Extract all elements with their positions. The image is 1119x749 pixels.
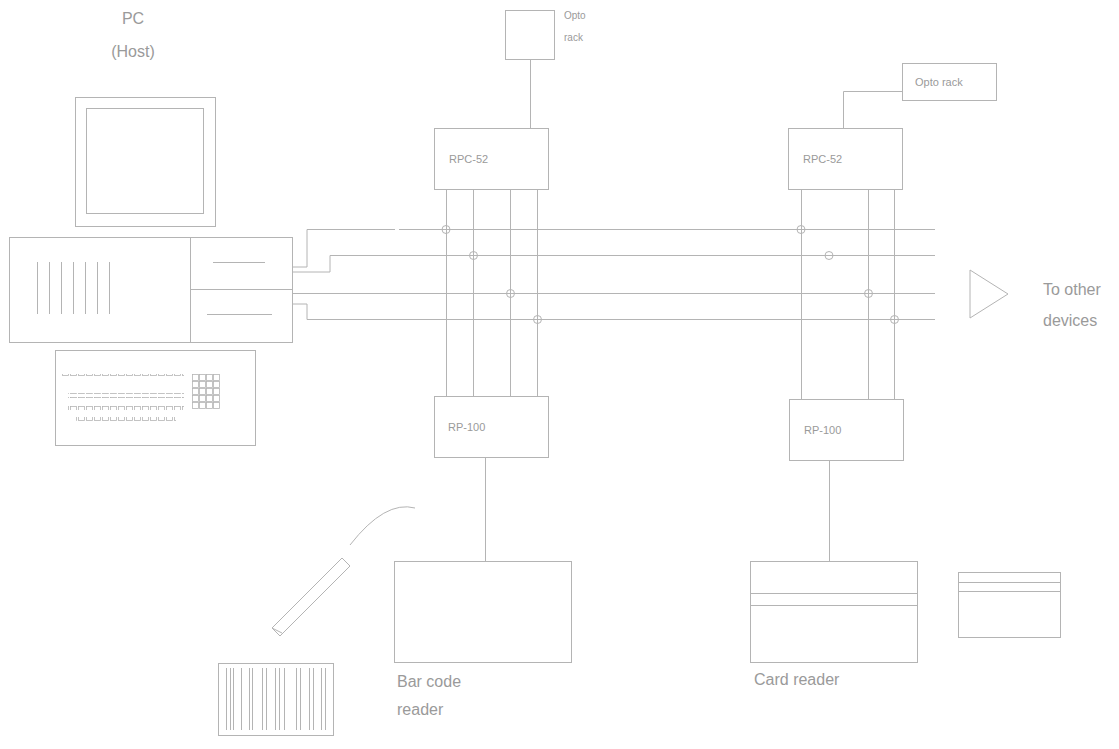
bus-tap (537, 190, 538, 396)
connector-wire (530, 60, 531, 128)
device-box: Card reader (750, 561, 918, 663)
module-box: RPC-52 (434, 128, 549, 190)
device-label: Opto rack (564, 5, 604, 49)
device-label: RPC-52 (435, 153, 488, 165)
card-slot (750, 593, 918, 594)
key-row (68, 405, 184, 410)
module-box: RP-100 (434, 396, 549, 458)
bus-tap (473, 190, 474, 396)
vent-slots (38, 262, 110, 314)
connector-wire (801, 190, 802, 399)
drive-slot (213, 262, 265, 263)
device-label: RPC-52 (789, 153, 842, 165)
drive-slot (207, 314, 272, 315)
bus-tap (868, 190, 869, 399)
device-label: RP-100 (435, 421, 485, 433)
key-row (76, 417, 176, 422)
connector-wire (446, 190, 447, 396)
connector-wire (829, 461, 830, 561)
barcode-bars (227, 668, 326, 730)
card-stripe (959, 582, 1061, 583)
bus-wire (292, 256, 935, 273)
device-box: Opto rack (505, 10, 555, 60)
connector-wire (485, 458, 486, 561)
wand-tip (272, 628, 282, 633)
barcode-wand (272, 558, 350, 636)
key-row (68, 393, 184, 398)
barcode-label (219, 664, 334, 736)
card-slot (750, 605, 918, 606)
module-box: RPC-52 (788, 128, 903, 190)
key-row (62, 374, 184, 378)
bus-wire (292, 304, 935, 320)
system-unit (10, 238, 293, 343)
device-label: RP-100 (790, 424, 841, 436)
magnetic-card (959, 573, 1061, 638)
wand-cable (350, 507, 415, 545)
host-label: PC (Host) (103, 2, 163, 68)
bus-tap (894, 190, 895, 399)
continuation-label: To other devices (1043, 274, 1117, 336)
bus-wire (399, 229, 935, 230)
keyboard (56, 351, 256, 446)
bus-wire (292, 293, 935, 294)
device-label: Opto rack (903, 76, 963, 88)
drive-divider (191, 289, 293, 290)
monitor (76, 98, 216, 227)
device-label: Bar code reader (397, 668, 497, 724)
bus-wire (292, 230, 395, 268)
junction-dots (442, 226, 899, 324)
device-box: Bar code reader (394, 561, 572, 663)
device-label: Card reader (754, 668, 914, 692)
connector-wire (844, 92, 903, 129)
bus-tap (510, 190, 511, 396)
module-box: RP-100 (789, 399, 904, 461)
keypad (192, 374, 220, 409)
card-stripe (959, 591, 1061, 592)
screen (87, 109, 204, 214)
module-box: Opto rack (902, 63, 997, 101)
continuation-arrow (970, 270, 1008, 318)
